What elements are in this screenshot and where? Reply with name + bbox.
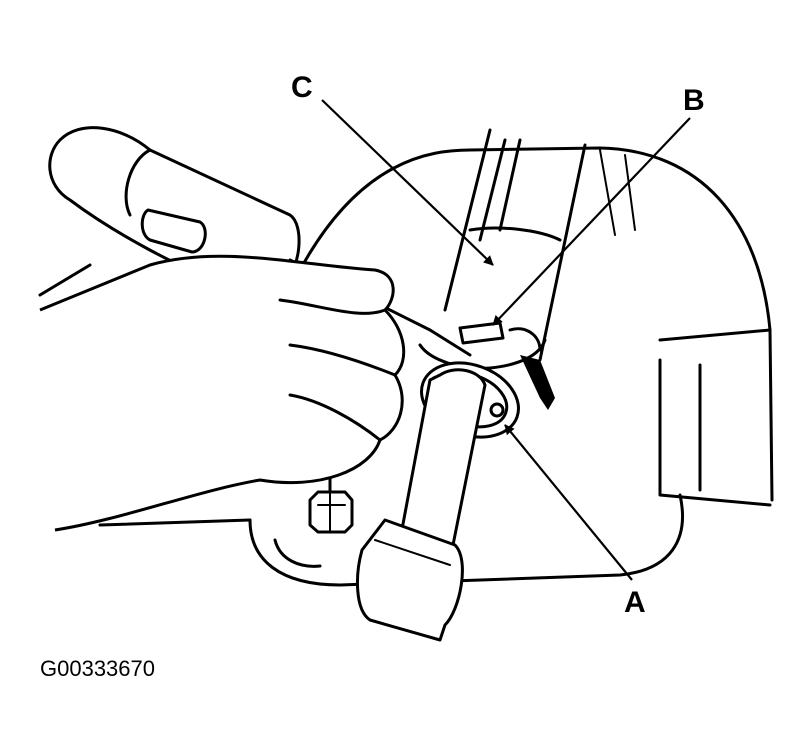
screwdriver xyxy=(48,126,472,357)
rotation-arrow xyxy=(520,355,555,410)
callout-b: B xyxy=(683,84,705,117)
leader-line-a xyxy=(504,424,633,581)
bar-tool xyxy=(356,368,487,642)
bracket-bolt xyxy=(308,490,354,534)
leader-line-b xyxy=(492,117,691,326)
figure-id: G00333670 xyxy=(40,656,155,681)
retaining-clip xyxy=(418,321,547,370)
callout-a: A xyxy=(624,586,646,619)
shaft-tube xyxy=(443,128,587,362)
hand xyxy=(38,254,406,532)
callout-c: C xyxy=(291,71,313,104)
leader-line-c xyxy=(321,99,494,266)
